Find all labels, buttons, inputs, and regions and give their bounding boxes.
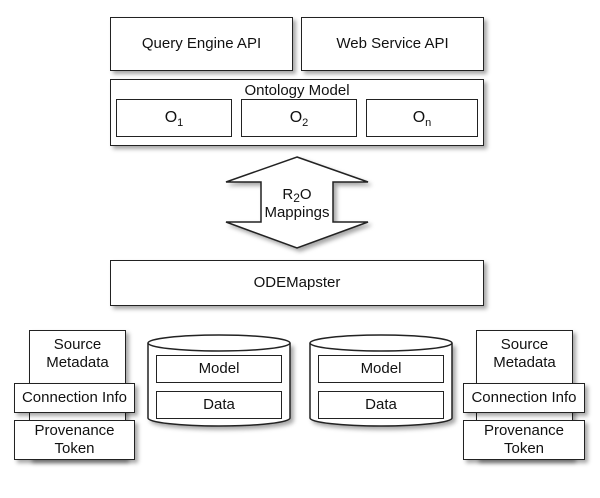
ontology-item-1: O1: [116, 99, 232, 137]
right-source-label: Source: [500, 336, 549, 353]
ontology-item-n-base: O: [412, 108, 426, 126]
mappings-label: R2O Mappings: [258, 182, 336, 226]
left-db-data-label: Data: [203, 396, 235, 413]
mappings-o: O: [299, 186, 312, 203]
right-connection-info-box: Connection Info: [463, 383, 585, 413]
web-service-api-box: Web Service API: [301, 17, 484, 71]
left-provenance-label: Provenance: [34, 422, 115, 439]
left-source-label: Source: [53, 336, 102, 353]
left-connection-info-box: Connection Info: [14, 383, 135, 413]
right-db-model-label: Model: [360, 360, 402, 377]
right-db-data-box: Data: [318, 391, 444, 419]
query-engine-api-box: Query Engine API: [110, 17, 293, 71]
left-db-model-label: Model: [198, 360, 240, 377]
right-provenance-label: Provenance: [483, 422, 565, 439]
web-service-api-label: Web Service API: [336, 35, 449, 52]
right-db-data-label: Data: [365, 396, 397, 413]
ontology-item-n: On: [366, 99, 478, 137]
ontology-item-1-sub: 1: [177, 116, 184, 129]
right-token-label: Token: [503, 440, 545, 457]
left-connection-info-label: Connection Info: [21, 389, 128, 406]
ontology-model-title: Ontology Model: [244, 82, 350, 99]
ontology-item-2-sub: 2: [302, 116, 309, 129]
ontology-item-1-base: O: [164, 108, 178, 126]
ontology-item-n-sub: n: [425, 116, 432, 129]
odemapster-label: ODEMapster: [253, 274, 341, 291]
left-db-model-box: Model: [156, 355, 282, 383]
ontology-item-2: O2: [241, 99, 357, 137]
double-arrow-shape: [225, 156, 369, 249]
mappings-sub: 2: [293, 191, 300, 205]
right-provenance-token-box: Provenance Token: [463, 420, 585, 460]
left-provenance-token-box: Provenance Token: [14, 420, 135, 460]
odemapster-box: ODEMapster: [110, 260, 484, 306]
left-token-label: Token: [54, 440, 95, 457]
right-metadata-label: Metadata: [493, 354, 556, 371]
right-connection-info-label: Connection Info: [471, 389, 577, 406]
ontology-item-2-base: O: [289, 108, 303, 126]
mappings-text: Mappings: [264, 204, 330, 221]
left-metadata-label: Metadata: [46, 354, 109, 371]
left-db-data-box: Data: [156, 391, 282, 419]
query-engine-api-label: Query Engine API: [141, 35, 262, 52]
right-db-model-box: Model: [318, 355, 444, 383]
mappings-r: R: [282, 186, 294, 203]
